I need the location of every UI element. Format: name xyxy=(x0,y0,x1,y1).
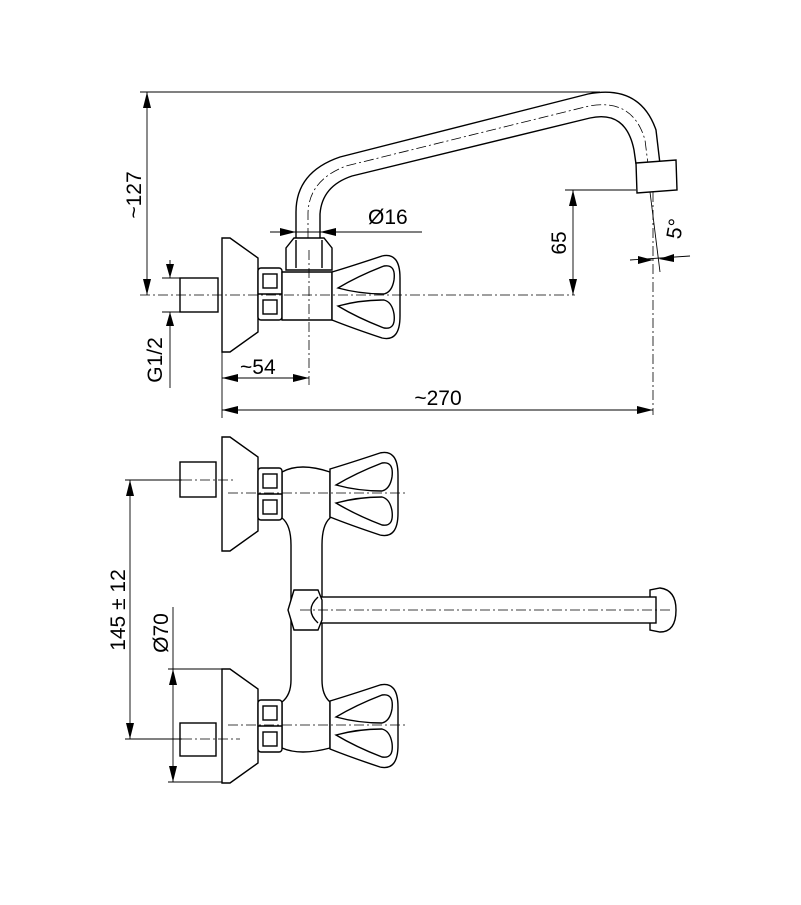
height-dimension-label: ~127 xyxy=(123,171,146,218)
angle-label: 5° xyxy=(663,217,689,241)
valve-body xyxy=(281,271,333,321)
escutcheon-diameter-label: Ø70 xyxy=(150,613,173,653)
spout xyxy=(295,91,678,238)
aerator xyxy=(635,159,678,194)
reach-dimension-label: ~270 xyxy=(414,387,461,410)
front-view: 145 ± 12 Ø70 xyxy=(107,436,677,784)
side-view: ~127 G1/2 Ø16 65 5° ~54 ~270 xyxy=(123,91,691,418)
spacing-dimension-label: 145 ± 12 xyxy=(107,569,130,651)
pipe-diameter-label: Ø16 xyxy=(368,206,408,229)
depth-dimension-label: ~54 xyxy=(240,356,276,379)
handle-knob xyxy=(331,254,401,340)
thread-dimension-label: G1/2 xyxy=(144,337,167,383)
hex-nut xyxy=(257,267,283,321)
spout-height-label: 65 xyxy=(548,231,571,254)
